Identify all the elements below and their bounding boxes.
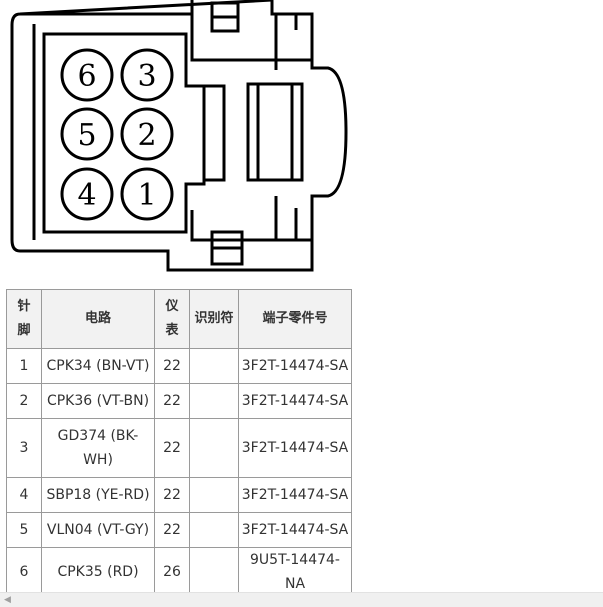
- pin-circle-5: [60, 107, 114, 161]
- cell-terminal: 3F2T-14474-SA: [238, 348, 352, 384]
- pin-circle-6: [60, 48, 114, 102]
- pin-label-4: 4: [77, 178, 96, 213]
- table-row: 1 CPK34 (BN-VT) 22 3F2T-14474-SA: [6, 348, 352, 384]
- cell-pin: 4: [6, 477, 42, 513]
- cell-identifier: [189, 348, 239, 384]
- header-pin-line-2: 脚: [17, 323, 31, 338]
- table-row: 3 GD374 (BK- WH) 22 3F2T-14474-SA: [6, 418, 352, 478]
- cell-terminal: 3F2T-14474-SA: [238, 477, 352, 513]
- right-latch-block: [246, 82, 304, 182]
- table-header-row: 针 脚 电路 仪 表 识别符 端子零件号: [6, 289, 352, 349]
- cell-terminal: 3F2T-14474-SA: [238, 418, 352, 478]
- pin-circles: [60, 48, 174, 221]
- pin-circle-1: [120, 167, 174, 221]
- cell-pin: 6: [6, 547, 42, 597]
- pin-circle-4: [60, 167, 114, 221]
- header-pin-line-1: 针: [17, 299, 31, 314]
- pin-cavity-frame: [42, 32, 206, 234]
- cell-gauge: 22: [154, 348, 190, 384]
- cell-circuit: SBP18 (YE-RD): [41, 477, 155, 513]
- cell-identifier: [189, 512, 239, 548]
- cell-identifier: [189, 547, 239, 597]
- table-row: 5 VLN04 (VT-GY) 22 3F2T-14474-SA: [6, 512, 352, 548]
- header-terminal: 端子零件号: [238, 289, 352, 349]
- table-row: 6 CPK35 (RD) 26 9U5T-14474-NA: [6, 547, 352, 597]
- cell-circuit: CPK35 (RD): [41, 547, 155, 597]
- cell-circuit-line-1: GD374 (BK-: [57, 428, 139, 444]
- cell-identifier: [189, 477, 239, 513]
- header-gauge-line-2: 表: [165, 323, 179, 338]
- header-gauge: 仪 表: [154, 289, 190, 349]
- scroll-left-icon[interactable]: ◀: [4, 595, 11, 605]
- cell-pin: 2: [6, 383, 42, 419]
- scrollbar-thumb[interactable]: [16, 596, 591, 604]
- header-identifier: 识别符: [189, 289, 239, 349]
- pin-table: 针 脚 电路 仪 表 识别符 端子零件号 1 CPK34 (BN-VT) 22 …: [6, 289, 352, 597]
- header-pin: 针 脚: [6, 289, 42, 349]
- header-gauge-line-1: 仪: [165, 299, 179, 314]
- pin-label-1: 1: [137, 178, 156, 213]
- cell-gauge: 22: [154, 512, 190, 548]
- pin-label-5: 5: [77, 118, 96, 153]
- pin-circle-2: [120, 107, 174, 161]
- cell-identifier: [189, 383, 239, 419]
- cell-identifier: [189, 418, 239, 478]
- header-circuit: 电路: [41, 289, 155, 349]
- cell-gauge: 22: [154, 418, 190, 478]
- cell-circuit: CPK36 (VT-BN): [41, 383, 155, 419]
- connector-diagram: 6 3 5 2 4 1: [10, 0, 348, 272]
- pin-circle-3: [120, 48, 174, 102]
- pin-label-3: 3: [137, 59, 156, 94]
- horizontal-scrollbar[interactable]: ◀: [0, 592, 603, 607]
- cell-terminal: 9U5T-14474-NA: [238, 547, 352, 597]
- cell-gauge: 22: [154, 383, 190, 419]
- housing-inner-right-rail: [274, 14, 298, 240]
- cell-terminal: 3F2T-14474-SA: [238, 383, 352, 419]
- cell-pin: 5: [6, 512, 42, 548]
- cell-gauge: 26: [154, 547, 190, 597]
- cell-pin: 3: [6, 418, 42, 478]
- cell-circuit: CPK34 (BN-VT): [41, 348, 155, 384]
- cell-circuit: VLN04 (VT-GY): [41, 512, 155, 548]
- pin-label-2: 2: [137, 118, 156, 153]
- table-row: 2 CPK36 (VT-BN) 22 3F2T-14474-SA: [6, 383, 352, 419]
- cell-gauge: 22: [154, 477, 190, 513]
- cell-pin: 1: [6, 348, 42, 384]
- pin-label-6: 6: [77, 59, 96, 94]
- cell-circuit: GD374 (BK- WH): [41, 418, 155, 478]
- cell-terminal: 3F2T-14474-SA: [238, 512, 352, 548]
- cell-circuit-line-2: WH): [83, 452, 113, 468]
- table-row: 4 SBP18 (YE-RD) 22 3F2T-14474-SA: [6, 477, 352, 513]
